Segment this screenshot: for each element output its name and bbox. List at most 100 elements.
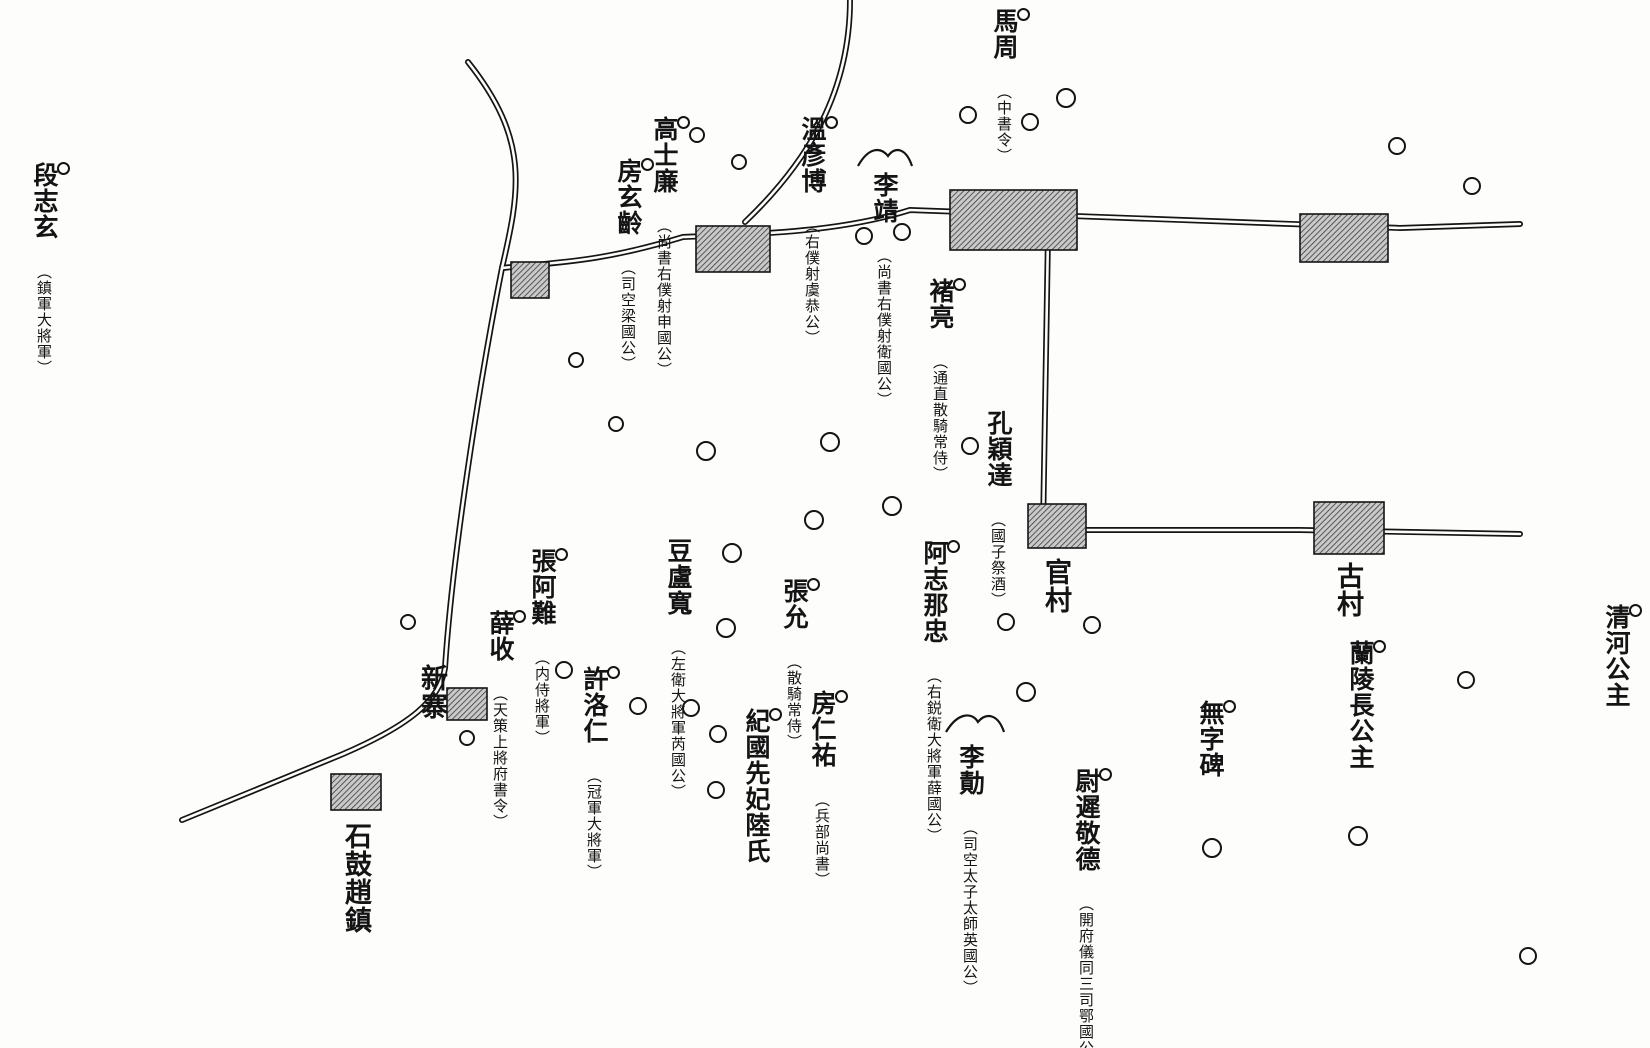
- road-outer: [179, 0, 1523, 823]
- label-name: 清河公主: [1602, 604, 1631, 708]
- label-title: （尚書右僕射申國公）: [655, 218, 673, 378]
- block-gao: [695, 225, 771, 273]
- mound-marker: [1463, 177, 1481, 195]
- mound-marker: [1021, 113, 1039, 131]
- place-name: 官村: [1040, 558, 1071, 614]
- label-ashina: 阿志那忠 （右鋭衛大將軍薛國公）: [920, 540, 960, 844]
- tomb-dot-icon: [555, 548, 568, 561]
- label-name: 張允: [780, 578, 809, 630]
- mound-marker: [1457, 671, 1475, 689]
- label-title: （内侍將軍）: [533, 650, 551, 746]
- mound-marker: [716, 618, 736, 638]
- tomb-dot-icon: [607, 666, 620, 679]
- mound-marker: [820, 432, 840, 452]
- label-name: 許洛仁: [580, 666, 609, 744]
- label-title: （天策上將府書令）: [491, 686, 509, 830]
- mound-marker: [629, 697, 647, 715]
- block-gucun: [1313, 501, 1385, 555]
- label-gao: 高士廉 （尚書右僕射申國公）: [650, 116, 690, 378]
- hill-icon-liji: [945, 714, 1006, 733]
- label-name: 無字碑: [1196, 700, 1225, 778]
- block-north-west: [510, 261, 550, 299]
- label-name: 馬周: [990, 8, 1019, 60]
- label-name: 房玄齡: [614, 158, 643, 236]
- label-liji: 李勣 （司空太子太師英國公）: [956, 744, 985, 996]
- block-xinzhai: [446, 687, 488, 721]
- mound-marker: [722, 543, 742, 563]
- label-name: 房仁祐: [808, 690, 837, 768]
- mound-marker: [893, 223, 911, 241]
- mound-marker: [855, 227, 873, 245]
- tomb-dot-icon: [641, 158, 654, 171]
- label-name: 紀國先妃陸氏: [742, 708, 771, 864]
- block-east: [1299, 213, 1389, 263]
- label-name: 薛收: [486, 610, 515, 662]
- label-name: 張阿難: [528, 548, 557, 626]
- label-title: （中書令）: [995, 84, 1013, 164]
- label-wen: 溫彥博 （右僕射虞恭公）: [798, 116, 838, 346]
- label-name: 蘭陵長公主: [1346, 640, 1375, 770]
- block-main: [949, 189, 1078, 251]
- label-name: 溫彥博: [798, 116, 827, 194]
- mound-marker: [459, 730, 475, 746]
- mound-markers: [400, 88, 1537, 965]
- label-title: （司空太子太師英國公）: [961, 820, 979, 996]
- tomb-dot-icon: [947, 540, 960, 553]
- mound-marker: [961, 437, 979, 455]
- place-name: 新寨: [416, 664, 447, 720]
- mound-marker: [689, 127, 705, 143]
- label-name: 褚亮: [926, 278, 955, 330]
- label-name: 豆盧寬: [664, 538, 693, 616]
- label-jiguo: 紀國先妃陸氏: [742, 708, 782, 864]
- tomb-dot-icon: [1099, 768, 1112, 781]
- mound-marker: [1519, 947, 1537, 965]
- label-title: （左衛大將軍芮國公）: [669, 640, 687, 800]
- label-qinghe: 清河公主: [1602, 604, 1642, 708]
- label-kong: 孔穎達 （國子祭酒）: [984, 410, 1013, 608]
- hill-marks: [857, 148, 1006, 733]
- place-gucun: 古村: [1332, 562, 1363, 618]
- label-yuchi: 尉遲敬德 （開府儀同三司鄂國公）: [1072, 768, 1112, 1048]
- mound-marker: [959, 106, 977, 124]
- label-zhangan: 張阿難 （内侍將軍）: [528, 548, 568, 746]
- mound-marker: [400, 614, 416, 630]
- label-title: （司空梁國公）: [619, 260, 637, 372]
- mound-marker: [1016, 682, 1036, 702]
- label-title: （尚書右僕射衛國公）: [875, 248, 893, 408]
- label-mazhou: 馬周 （中書令）: [990, 8, 1030, 164]
- mound-marker: [555, 661, 573, 679]
- label-name: 李勣: [956, 744, 985, 796]
- label-fang: 房玄齡 （司空梁國公）: [614, 158, 654, 372]
- tomb-dot-icon: [1223, 700, 1236, 713]
- mound-marker: [882, 496, 902, 516]
- mound-marker: [997, 613, 1015, 631]
- label-duan: 段志玄 （鎮軍大將軍）: [30, 162, 70, 376]
- label-xueshou: 薛收 （天策上將府書令）: [486, 610, 526, 830]
- tomb-dot-icon: [953, 278, 966, 291]
- label-title: （國子祭酒）: [989, 512, 1007, 608]
- mound-marker: [1202, 838, 1222, 858]
- mound-marker: [707, 781, 725, 799]
- label-xuluoren: 許洛仁 （冠軍大將軍）: [580, 666, 620, 880]
- label-name: 阿志那忠: [920, 540, 949, 644]
- place-xinzhai: 新寨: [416, 664, 447, 720]
- place-name: 古村: [1332, 562, 1363, 618]
- tomb-dot-icon: [825, 116, 838, 129]
- label-title: （右僕射虞恭公）: [803, 218, 821, 346]
- building-blocks: [330, 189, 1389, 811]
- mound-marker: [1056, 88, 1076, 108]
- label-title: （鎮軍大將軍）: [35, 264, 53, 376]
- label-name: 高士廉: [650, 116, 679, 194]
- label-title: （開府儀同三司鄂國公）: [1077, 896, 1095, 1048]
- mound-marker: [731, 154, 747, 170]
- mound-marker: [804, 510, 824, 530]
- tomb-dot-icon: [677, 116, 690, 129]
- label-zhangyun: 張允 （散騎常侍）: [780, 578, 820, 750]
- tomb-dot-icon: [835, 690, 848, 703]
- label-fangren: 房仁祐 （兵部尚書）: [808, 690, 848, 888]
- label-doulu: 豆盧寬 （左衛大將軍芮國公）: [664, 538, 693, 800]
- label-title: （右鋭衛大將軍薛國公）: [925, 668, 943, 844]
- tomb-dot-icon: [57, 162, 70, 175]
- mound-marker: [682, 699, 700, 717]
